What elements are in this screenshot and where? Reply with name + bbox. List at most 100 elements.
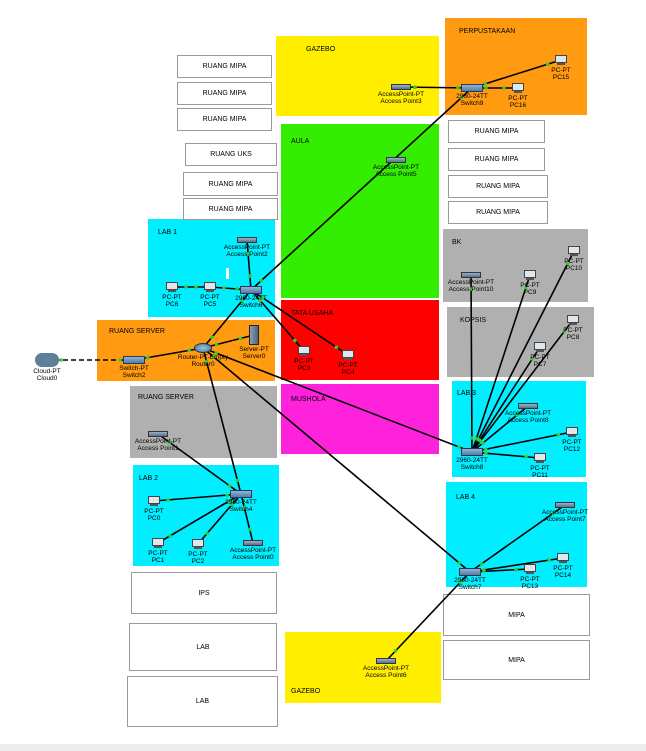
device-name-label: PC9	[523, 288, 537, 296]
pc-icon	[554, 54, 568, 66]
link-sw8-pc9[interactable]	[471, 274, 531, 453]
port-indicator	[227, 499, 231, 503]
device-model-label: PC-PT	[562, 438, 582, 446]
port-indicator	[240, 298, 244, 303]
link-sw4-pc2[interactable]	[197, 493, 242, 545]
link-sw8-ap8[interactable]	[471, 405, 529, 453]
area-lab1: LAB 1	[148, 219, 275, 317]
link-sw8-pc12[interactable]	[471, 431, 573, 453]
port-indicator	[524, 454, 528, 459]
port-indicator	[456, 86, 460, 90]
link-sw4-ap0[interactable]	[240, 493, 254, 544]
device-name-label: Access Point3	[380, 98, 422, 105]
port-indicator	[393, 649, 398, 653]
link-sw8-pc7[interactable]	[471, 346, 541, 453]
link-sw6-ap2[interactable]	[246, 239, 252, 291]
link-sw8-ap10[interactable]	[470, 274, 473, 453]
link-sw6-pc4[interactable]	[250, 289, 349, 356]
router-icon	[194, 343, 212, 353]
pc-icon	[147, 495, 161, 507]
port-indicator	[194, 285, 198, 289]
access-point-icon	[391, 84, 411, 90]
link-sw8-pc8[interactable]	[471, 319, 574, 453]
link-sw4-pc1[interactable]	[157, 493, 242, 544]
area-label: GAZEBO	[291, 688, 321, 695]
server-icon	[249, 325, 259, 345]
port-indicator	[187, 348, 192, 353]
link-sw8-pc10[interactable]	[471, 250, 575, 453]
port-indicator	[293, 338, 297, 343]
link-sw4-ap1[interactable]	[157, 433, 242, 495]
link-sw7-ap6[interactable]	[385, 571, 471, 662]
pc-icon	[567, 245, 581, 257]
room-box: RUANG MIPA	[183, 172, 278, 196]
cloud-icon	[35, 353, 59, 367]
link-router0-sw7[interactable]	[202, 347, 471, 573]
link-sw7-ap7[interactable]	[469, 504, 566, 573]
port-indicator	[484, 86, 488, 90]
device-name-label: Cloud0	[36, 375, 58, 382]
port-indicator	[523, 286, 528, 291]
port-indicator	[457, 561, 462, 565]
link-sw9-ap3[interactable]	[400, 86, 473, 89]
device-model-label: AccessPoint-PT	[541, 509, 589, 516]
port-indicator	[235, 287, 239, 291]
area-label: TATA USAHA	[291, 310, 334, 317]
device-name-label: Switch8	[460, 464, 484, 471]
link-sw8-pc11[interactable]	[471, 451, 541, 459]
link-sw6-sw9[interactable]	[250, 87, 473, 291]
pc-icon	[565, 426, 579, 438]
link-router0-sw4[interactable]	[202, 347, 242, 495]
port-indicator	[214, 342, 219, 347]
access-point-icon	[376, 658, 396, 664]
pc-icon	[203, 281, 217, 293]
device-model-label: PC-PT	[563, 326, 583, 334]
pc-icon	[511, 82, 525, 94]
port-indicator	[477, 438, 482, 443]
device-model-label: Switch-PT	[119, 365, 149, 372]
link-router0-sw8[interactable]	[202, 347, 473, 453]
area-label: RUANG SERVER	[109, 328, 165, 335]
link-sw2-router0[interactable]	[133, 347, 204, 361]
room-box: LAB	[127, 676, 278, 727]
port-indicator	[547, 558, 551, 562]
device-name-label: Access Point10	[448, 286, 494, 293]
area-gazebo-bottom: GAZEBO	[285, 632, 441, 703]
area-label: LAB 4	[456, 494, 476, 501]
